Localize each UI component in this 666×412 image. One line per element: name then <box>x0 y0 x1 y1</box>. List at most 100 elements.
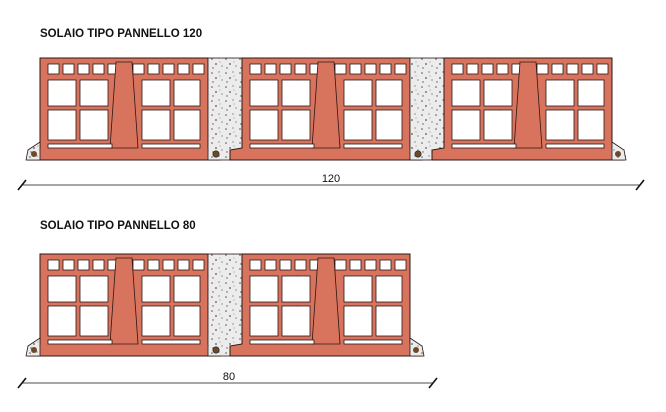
brick-cavity <box>343 339 403 345</box>
brick-cavity <box>177 63 190 75</box>
brick-cavity <box>496 63 509 75</box>
brick-cavity <box>249 259 262 271</box>
dimension-label: 80 <box>223 371 235 383</box>
floor-slab-section <box>25 57 627 161</box>
brick-cavity <box>294 63 307 75</box>
dimension-line: 120 <box>17 173 645 191</box>
brick-cavity <box>47 259 60 271</box>
rebar <box>31 151 37 157</box>
rebar <box>212 150 220 158</box>
brick-cavity <box>147 63 160 75</box>
brick-cavity <box>147 259 160 271</box>
brick-cavity <box>77 259 90 271</box>
brick-cavity <box>349 63 362 75</box>
brick-cavity <box>77 63 90 75</box>
brick-cavity <box>577 79 605 107</box>
brick-cavity <box>545 109 575 141</box>
dimension-line: 80 <box>17 371 438 389</box>
concrete-end <box>409 337 425 357</box>
brick-cavity <box>47 143 113 149</box>
panel-title: SOLAIO TIPO PANNELLO 120 <box>40 28 202 40</box>
brick-cavity <box>379 63 392 75</box>
brick-web <box>109 61 139 149</box>
brick-cavity <box>264 63 277 75</box>
brick-cavity <box>249 305 279 337</box>
brick-cavity <box>79 305 109 337</box>
brick-cavity <box>249 79 279 107</box>
brick-cavity <box>141 143 201 149</box>
brick-cavity <box>334 63 347 75</box>
brick-cavity <box>281 79 311 107</box>
brick-cavity <box>249 143 315 149</box>
brick-cavity <box>141 79 171 107</box>
brick-cavity <box>364 259 377 271</box>
brick-cavity <box>92 259 105 271</box>
brick-cavity <box>47 79 77 107</box>
brick-cavity <box>394 63 407 75</box>
brick-cavity <box>577 109 605 141</box>
brick-cavity <box>483 109 513 141</box>
brick-cavity <box>566 63 579 75</box>
rebar <box>414 150 422 158</box>
brick-cavity <box>483 79 513 107</box>
brick-cavity <box>279 259 292 271</box>
concrete-joist <box>207 57 243 161</box>
brick-cavity <box>264 259 277 271</box>
brick-cavity <box>451 79 481 107</box>
brick-cavity <box>343 79 373 107</box>
brick-cavity <box>481 63 494 75</box>
brick-cavity <box>451 63 464 75</box>
dimension-label: 120 <box>322 173 340 185</box>
brick-cavity <box>141 305 171 337</box>
brick-cavity <box>62 259 75 271</box>
brick-cavity <box>466 63 479 75</box>
brick-cavity <box>192 63 205 75</box>
brick-cavity <box>375 305 403 337</box>
concrete-end <box>25 337 41 357</box>
brick-cavity <box>132 63 145 75</box>
brick-web <box>513 61 543 149</box>
panel-80: SOLAIO TIPO PANNELLO 80 80 <box>17 220 438 389</box>
brick-cavity <box>451 143 517 149</box>
brick-cavity <box>279 63 292 75</box>
brick-cavity <box>281 275 311 303</box>
brick-cavity <box>47 339 113 345</box>
rebar <box>615 151 621 157</box>
concrete-joist <box>409 57 445 161</box>
brick-cavity <box>79 109 109 141</box>
brick-cavity <box>47 63 60 75</box>
brick-cavity <box>173 305 201 337</box>
brick-cavity <box>551 63 564 75</box>
rebar <box>212 346 220 354</box>
brick-cavity <box>596 63 609 75</box>
brick-cavity <box>343 275 373 303</box>
brick-cavity <box>173 275 201 303</box>
brick-cavity <box>173 79 201 107</box>
brick-cavity <box>394 259 407 271</box>
brick-cavity <box>162 63 175 75</box>
rebar <box>413 347 419 353</box>
concrete-end <box>611 141 627 161</box>
brick-cavity <box>141 275 171 303</box>
brick-cavity <box>141 339 201 345</box>
brick-cavity <box>79 275 109 303</box>
brick-cavity <box>281 109 311 141</box>
brick-cavity <box>249 339 315 345</box>
brick-cavity <box>79 79 109 107</box>
brick-cavity <box>177 259 190 271</box>
brick-cavity <box>375 79 403 107</box>
brick-cavity <box>62 63 75 75</box>
brick-cavity <box>173 109 201 141</box>
brick-cavity <box>375 109 403 141</box>
brick-cavity <box>334 259 347 271</box>
brick-cavity <box>92 63 105 75</box>
brick-cavity <box>192 259 205 271</box>
panel-title: SOLAIO TIPO PANNELLO 80 <box>40 220 196 232</box>
brick-cavity <box>545 143 605 149</box>
brick-cavity <box>294 259 307 271</box>
brick-cavity <box>364 63 377 75</box>
brick-cavity <box>132 259 145 271</box>
brick-cavity <box>47 109 77 141</box>
brick-cavity <box>379 259 392 271</box>
